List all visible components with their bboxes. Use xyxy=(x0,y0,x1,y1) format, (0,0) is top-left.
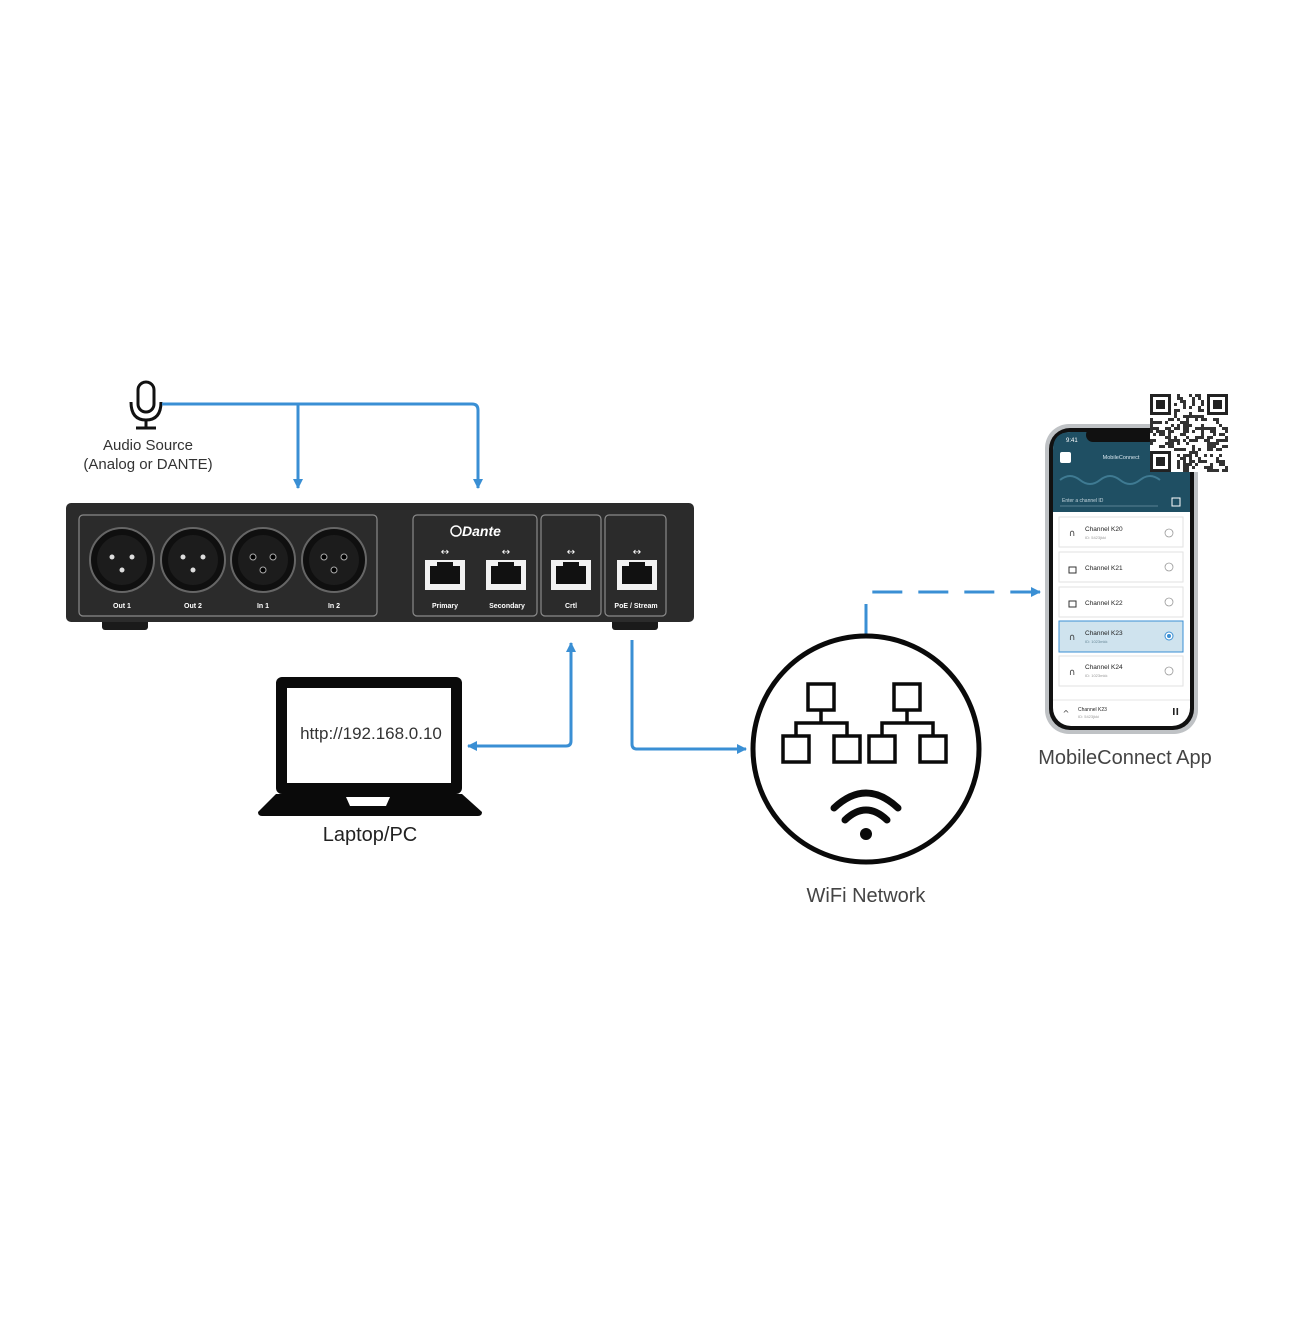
port-label-in1: In 1 xyxy=(257,603,269,610)
svg-text:↔: ↔ xyxy=(567,547,575,558)
lock-icon xyxy=(1068,600,1077,608)
svg-text:ID: 1023mkk: ID: 1023mkk xyxy=(1085,673,1107,678)
xlr-connector xyxy=(301,527,367,593)
radio-button[interactable] xyxy=(1164,528,1174,538)
svg-text:Channel K22: Channel K22 xyxy=(1085,600,1123,607)
port-label-secondary: Secondary xyxy=(489,603,525,610)
channel-row[interactable]: Channel K21 xyxy=(1058,551,1184,583)
channel-row[interactable]: ∩ Channel K24 ID: 1023mkk xyxy=(1058,655,1184,687)
radio-button[interactable] xyxy=(1164,666,1174,676)
port-label-primary: Primary xyxy=(432,603,458,610)
port-label-out2: Out 2 xyxy=(184,603,202,610)
audio-source-connector xyxy=(162,402,483,489)
xlr-connector xyxy=(89,527,155,593)
radio-button[interactable] xyxy=(1164,597,1174,607)
svg-text:ID: 1023mkk: ID: 1023mkk xyxy=(1085,639,1107,644)
app-connector xyxy=(864,587,1041,634)
svg-text:Channel K23: Channel K23 xyxy=(1078,707,1107,713)
svg-text:↔: ↔ xyxy=(633,547,641,558)
status-time: 9:41 xyxy=(1066,438,1078,444)
svg-text:Channel K24: Channel K24 xyxy=(1085,664,1123,671)
svg-text:↔: ↔ xyxy=(441,547,449,558)
channel-id-input[interactable]: Enter a channel ID xyxy=(1062,498,1104,504)
network-icon xyxy=(750,633,982,865)
now-playing-bar[interactable]: ^ Channel K23 ID: 5423jkki xyxy=(1053,699,1190,719)
audio-source-subtitle: (Analog or DANTE) xyxy=(83,456,213,473)
wifi-icon xyxy=(830,789,902,840)
svg-text:Dante: Dante xyxy=(462,523,501,539)
svg-text:Channel K23: Channel K23 xyxy=(1085,630,1123,637)
xlr-connector xyxy=(230,527,296,593)
svg-text:Channel K20: Channel K20 xyxy=(1085,526,1123,533)
rj45-port: ↔ xyxy=(486,547,526,590)
rj45-port: ↔ xyxy=(617,547,657,590)
svg-text:↔: ↔ xyxy=(502,547,510,558)
lock-icon xyxy=(1068,566,1077,574)
audio-source-title: Audio Source xyxy=(102,437,194,454)
wifi-label: WiFi Network xyxy=(806,885,926,907)
laptop-connector xyxy=(467,642,576,751)
app-title: MobileConnect xyxy=(1103,455,1140,461)
svg-text:Channel K21: Channel K21 xyxy=(1085,565,1123,572)
qr-code-icon xyxy=(1150,394,1228,472)
waveform-icon xyxy=(1059,475,1161,485)
laptop-label: Laptop/PC xyxy=(322,824,418,846)
microphone-icon xyxy=(129,380,163,430)
dante-logo-icon: Dante xyxy=(450,523,501,539)
channel-row[interactable]: Channel K22 xyxy=(1058,586,1184,618)
phone-mockup: 9:41 MobileConnect ⚲ Enter a channel ID … xyxy=(1045,424,1198,734)
rj45-port: ↔ xyxy=(425,547,465,590)
svg-text:ID: 5423jkki: ID: 5423jkki xyxy=(1078,714,1099,719)
laptop-icon xyxy=(258,677,482,816)
chevron-up-icon[interactable]: ^ xyxy=(1063,709,1070,718)
app-label: MobileConnect App xyxy=(1038,747,1212,769)
pause-icon[interactable] xyxy=(1173,708,1175,715)
port-label-out1: Out 1 xyxy=(113,603,131,610)
rj45-port: ↔ xyxy=(551,547,591,590)
radio-button[interactable] xyxy=(1164,562,1174,572)
app-logo-icon xyxy=(1060,452,1071,463)
headphones-icon: ∩ xyxy=(1069,633,1076,643)
channel-row-selected[interactable]: ∩ Channel K23 ID: 1023mkk xyxy=(1058,620,1184,653)
wifi-connector xyxy=(630,640,747,754)
laptop-url: http://192.168.0.10 xyxy=(300,724,442,743)
svg-text:ID: 5423jkki: ID: 5423jkki xyxy=(1085,535,1106,540)
channel-row[interactable]: ∩ Channel K20 ID: 5423jkki xyxy=(1058,516,1184,548)
qr-scan-icon[interactable] xyxy=(1171,497,1181,507)
port-label-poe-stream: PoE / Stream xyxy=(614,603,657,610)
port-label-in2: In 2 xyxy=(328,603,340,610)
audio-source-label: Audio Source (Analog or DANTE) xyxy=(48,436,248,474)
xlr-connector xyxy=(160,527,226,593)
port-label-crtl: Crtl xyxy=(565,603,577,610)
headphones-icon: ∩ xyxy=(1069,529,1076,539)
headphones-icon: ∩ xyxy=(1069,668,1076,678)
dante-device: Dante Out 1 Out 2 In 1 In 2 xyxy=(66,503,694,630)
